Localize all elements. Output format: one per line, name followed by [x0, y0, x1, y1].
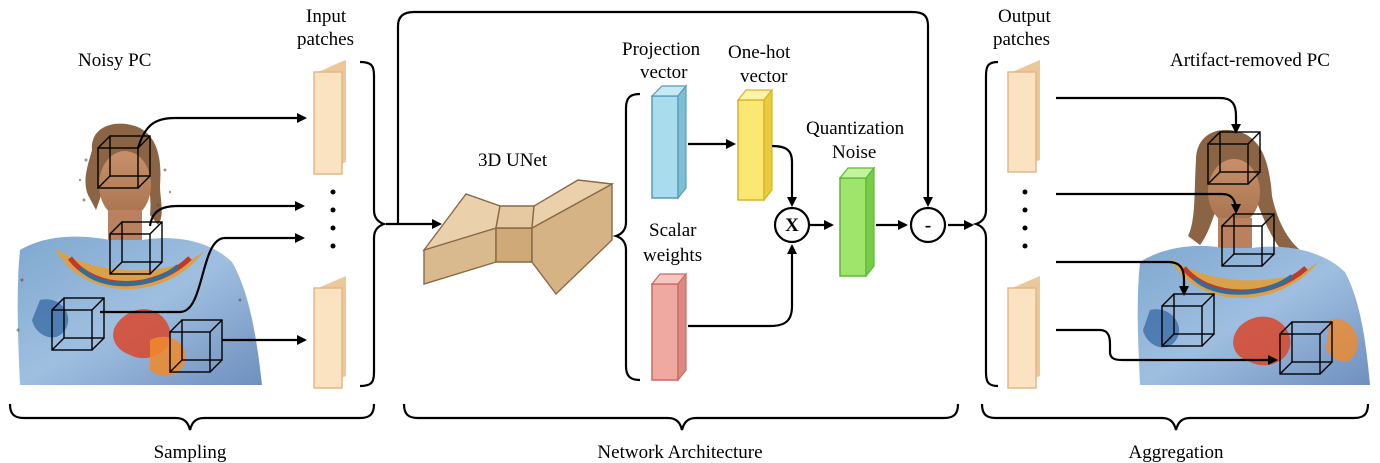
aggregation-cubes [1161, 131, 1333, 375]
label-unet: 3D UNet [478, 150, 548, 171]
input-patch-bottom [313, 276, 346, 389]
sampling-cubes [51, 135, 223, 373]
subtract-symbol: - [925, 215, 931, 236]
input-brace [359, 60, 388, 388]
cube-1 [97, 135, 151, 189]
multiply-operator: X [773, 206, 811, 244]
out-cube-2 [1221, 213, 1275, 267]
label-input-patches-1: Input [306, 6, 347, 27]
label-projection-2: vector [640, 62, 688, 83]
output-patch-top [1007, 60, 1040, 173]
label-quant-2: Noise [832, 142, 876, 163]
label-onehot-1: One-hot [728, 42, 791, 63]
section-aggregation: Aggregation [1129, 442, 1224, 463]
label-onehot-2: vector [740, 66, 788, 87]
out-cube-3 [1161, 293, 1215, 347]
aggregation-arrows [1056, 96, 1278, 365]
label-scalar-2: weights [643, 245, 702, 266]
input-patch-top [313, 60, 346, 175]
label-projection-1: Projection [622, 39, 701, 60]
label-noisy-pc: Noisy PC [78, 50, 151, 71]
label-output-patches-1: Output [998, 6, 1052, 27]
unet-block [422, 179, 615, 296]
onehot-vector [736, 88, 774, 202]
clean-point-cloud-image [1137, 129, 1370, 385]
label-quant-1: Quantization [806, 118, 905, 139]
network-arrows [688, 139, 974, 328]
cube-3 [51, 297, 105, 351]
scalar-weights [650, 272, 688, 382]
section-sampling: Sampling [154, 442, 227, 463]
input-patch-ellipsis [330, 189, 336, 249]
skip-connection [386, 10, 933, 229]
label-scalar-1: Scalar [649, 220, 697, 241]
output-patch-ellipsis [1022, 189, 1028, 249]
out-cube-1 [1207, 131, 1261, 185]
quantization-noise [838, 166, 876, 278]
sampling-arrows [100, 113, 307, 345]
label-artifact-pc: Artifact-removed PC [1170, 50, 1330, 71]
projection-vector [650, 84, 688, 200]
noisy-point-cloud-image [16, 123, 263, 385]
multiply-symbol: X [785, 215, 799, 236]
label-output-patches-2: patches [993, 29, 1050, 50]
section-network-architecture: Network Architecture [597, 442, 762, 463]
out-cube-4 [1279, 321, 1333, 375]
cube-2 [109, 221, 163, 275]
subtract-operator: - [909, 206, 947, 244]
output-patch-bottom [1007, 276, 1040, 389]
section-braces [8, 403, 1370, 431]
network-brace [612, 92, 641, 382]
output-brace [972, 60, 999, 388]
label-input-patches-2: patches [297, 29, 354, 50]
